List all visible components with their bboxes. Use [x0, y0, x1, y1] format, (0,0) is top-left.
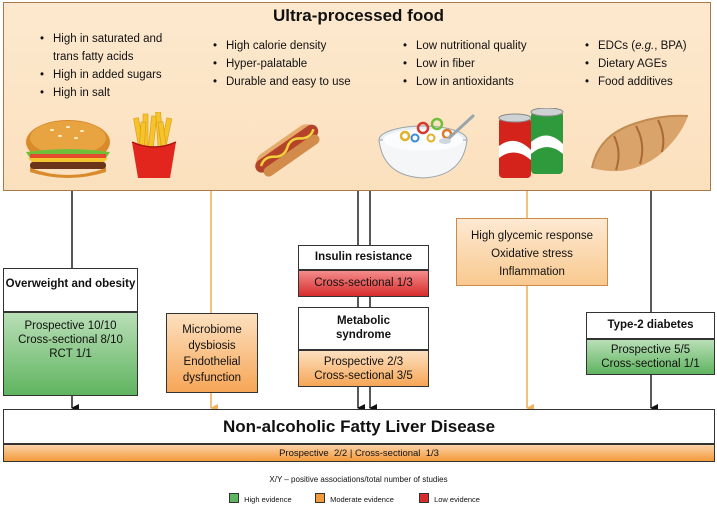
- mechanism-line: dysbiosis: [188, 340, 236, 352]
- metabolic-syndrome-evidence: Prospective 2/3 Cross-sectional 3/5: [298, 350, 429, 387]
- croissant-icon: [591, 114, 689, 172]
- hotdog-icon: [255, 124, 320, 177]
- glycemic-oxidative-box: High glycemic response Oxidative stress …: [456, 218, 608, 286]
- mechanism-line: Oxidative stress: [491, 248, 573, 260]
- bullet-item: EDCs (e.g., BPA): [585, 37, 687, 55]
- metabolic-syndrome-title-box: Metabolic syndrome: [298, 307, 429, 350]
- legend-swatch-red: [419, 493, 429, 503]
- footnote: X/Y – positive associations/total number…: [269, 475, 448, 484]
- legend-label: Low evidence: [434, 495, 480, 504]
- mechanism-line: dysfunction: [182, 372, 242, 384]
- bullet-column-3: Low nutritional quality Low in fiber Low…: [403, 37, 527, 91]
- evidence-line: Prospective 10/10: [24, 320, 117, 332]
- bullet-column-1: High in saturated and trans fatty acids …: [40, 30, 162, 102]
- insulin-resistance-evidence: Cross-sectional 1/3: [298, 270, 429, 297]
- nafld-title: Non-alcoholic Fatty Liver Disease: [222, 417, 496, 436]
- bullet-item: Food additives: [585, 73, 687, 91]
- soda-cans-icon: [498, 108, 564, 178]
- bullet-item: Low in antioxidants: [403, 73, 527, 91]
- nafld-title-box: Non-alcoholic Fatty Liver Disease: [3, 409, 715, 444]
- mechanism-line: High glycemic response: [470, 230, 594, 242]
- evidence-line: Prospective 5/5: [610, 344, 691, 356]
- cereal-bowl-icon: [378, 114, 475, 179]
- microbiome-endothelial-box: Microbiome dysbiosis Endothelial dysfunc…: [166, 313, 258, 393]
- type2-diabetes-title-box: Type-2 diabetes: [586, 312, 715, 339]
- mechanism-line: Endothelial: [183, 356, 241, 368]
- mechanism-line: Inflammation: [499, 266, 565, 278]
- overweight-obesity-title: Overweight and obesity: [5, 278, 136, 290]
- bullet-item: Dietary AGEs: [585, 55, 687, 73]
- panel-title: Ultra-processed food: [273, 6, 444, 25]
- metabolic-syndrome-title: Metabolic syndrome: [336, 315, 391, 341]
- bullet-item: Low in fiber: [403, 55, 527, 73]
- type2-diabetes-title: Type-2 diabetes: [607, 319, 694, 331]
- bullet-item: Durable and easy to use: [213, 73, 351, 91]
- burger-icon: [26, 120, 110, 178]
- legend-label: Moderate evidence: [330, 495, 394, 504]
- fries-icon: [131, 112, 177, 178]
- bullet-item-continuation: trans fatty acids: [53, 51, 134, 63]
- legend-item-high: High evidence: [229, 493, 292, 504]
- overweight-obesity-title-box: Overweight and obesity: [3, 268, 138, 312]
- insulin-resistance-title: Insulin resistance: [314, 251, 413, 263]
- evidence-line: RCT 1/1: [49, 348, 92, 360]
- evidence-line: Cross-sectional 3/5: [314, 370, 413, 382]
- nafld-evidence: Prospective 2/2 | Cross-sectional 1/3: [3, 444, 715, 462]
- legend-label: High evidence: [244, 495, 292, 504]
- bullet-item: Low nutritional quality: [403, 37, 527, 55]
- evidence-line: Cross-sectional 1/1: [601, 358, 700, 370]
- type2-diabetes-evidence: Prospective 5/5 Cross-sectional 1/1: [586, 339, 715, 375]
- bullet-item: High in saturated and: [40, 30, 162, 48]
- legend-swatch-green: [229, 493, 239, 503]
- mechanism-line: Microbiome: [182, 324, 242, 336]
- overweight-obesity-evidence: Prospective 10/10 Cross-sectional 8/10 R…: [3, 312, 138, 396]
- legend-swatch-orange: [315, 493, 325, 503]
- bullet-item: High in salt: [40, 84, 162, 102]
- bullet-item: High in added sugars: [40, 66, 162, 84]
- bullet-item: High calorie density: [213, 37, 351, 55]
- legend-item-low: Low evidence: [419, 493, 480, 504]
- evidence-line: Cross-sectional 8/10: [18, 334, 123, 346]
- bullet-column-2: High calorie density Hyper-palatable Dur…: [213, 37, 351, 91]
- bullet-column-4: EDCs (e.g., BPA) Dietary AGEs Food addit…: [585, 37, 687, 91]
- bullet-item: Hyper-palatable: [213, 55, 351, 73]
- insulin-resistance-title-box: Insulin resistance: [298, 245, 429, 270]
- evidence-line: Prospective 2/3: [323, 356, 404, 368]
- legend-item-moderate: Moderate evidence: [315, 493, 394, 504]
